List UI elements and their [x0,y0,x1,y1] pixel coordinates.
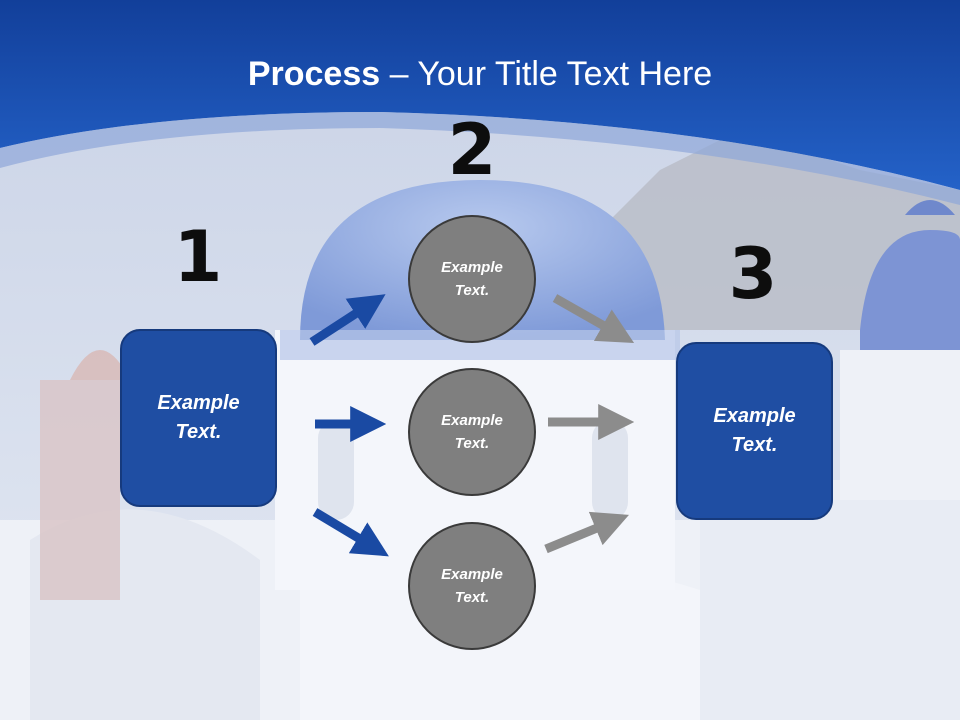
title-bold: Process [247,55,381,93]
arrow-right-icon [309,294,386,346]
step-1-line1: Example [157,392,240,414]
step-3-line1: Example [713,405,796,427]
step-3-line2: Text. [731,434,778,456]
step-number-1: 1 [173,216,223,298]
arrow-right-icon [552,294,635,344]
slide-title: Process – Your Title Text Here [0,52,960,96]
circle-middle-line2: Text. [454,435,490,452]
step-number-2: 2 [447,109,497,191]
arrow-right-icon [312,508,389,557]
circle-top-line1: Example [441,259,503,276]
step-1-line2: Text. [175,421,222,443]
arrow-right-icon [544,511,629,554]
circle-bottom-line1: Example [441,566,503,583]
circle-bottom-line2: Text. [454,589,490,606]
circle-top-line2: Text. [454,282,490,299]
circle-middle-line1: Example [441,412,503,429]
step-number-3: 3 [728,233,778,315]
title-rest: – Your Title Text Here [380,55,713,93]
